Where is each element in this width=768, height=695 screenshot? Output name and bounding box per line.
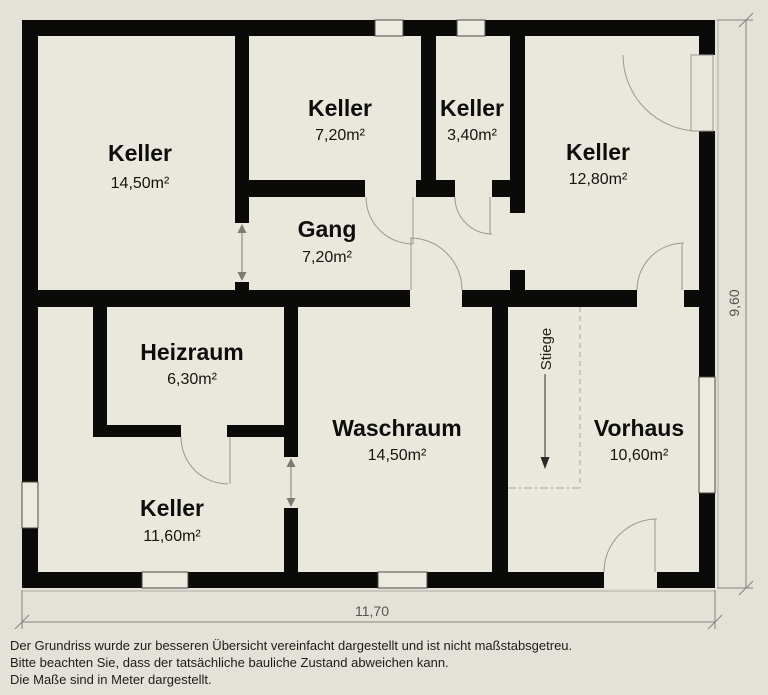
door-arc (409, 237, 463, 291)
room-label-keller-1160: Keller (140, 495, 204, 521)
wall-segment (421, 36, 436, 180)
wall-segment (249, 180, 365, 197)
wall-segment (38, 290, 410, 307)
disclaimer-line-2: Bitte beachten Sie, dass der tatsächlich… (10, 655, 449, 670)
door-opening (604, 572, 657, 588)
room-label-gang: Gang (298, 216, 357, 242)
room-area-keller-1280: 12,80m² (569, 171, 628, 188)
wall-segment (22, 20, 38, 588)
wall-segment (22, 572, 715, 588)
door-arc (180, 436, 229, 485)
wall-segment (462, 290, 637, 307)
door-arc (365, 196, 414, 245)
window (374, 19, 404, 37)
windows (21, 19, 716, 589)
wall-segment (227, 425, 298, 437)
door-arc (603, 518, 658, 573)
window (141, 571, 189, 589)
interior-walls (38, 36, 699, 572)
window (377, 571, 428, 589)
dimension-lines (14, 12, 754, 630)
dimension-tick (14, 614, 30, 630)
wall-segment (93, 425, 181, 437)
room-label-keller-1450: Keller (108, 140, 172, 166)
arrow-head-icon (237, 224, 247, 233)
room-label-keller-340: Keller (440, 95, 504, 121)
room-label-vorhaus: Vorhaus (594, 415, 684, 441)
floor-plan-drawing: Stiege 9,60 11,70 Keller 14,50m² Keller … (14, 12, 754, 630)
room-label-keller-1280: Keller (566, 139, 630, 165)
window (456, 19, 486, 37)
arrow-head-icon (237, 272, 247, 281)
room-labels: Keller 14,50m² Keller 7,20m² Keller 3,40… (108, 95, 684, 545)
dimension-tick (738, 12, 754, 28)
room-label-keller-720: Keller (308, 95, 372, 121)
wall-segment (22, 20, 715, 36)
window (698, 376, 716, 494)
door-arc (622, 54, 700, 132)
room-area-keller-1450: 14,50m² (111, 175, 170, 192)
doors (180, 54, 714, 573)
floor-plan: Stiege 9,60 11,70 Keller 14,50m² Keller … (14, 12, 754, 630)
door-leaf (690, 54, 714, 132)
room-area-keller-340: 3,40m² (447, 127, 497, 144)
wall-segment (284, 508, 298, 572)
wall-segment (492, 180, 513, 197)
staircase: Stiege (508, 307, 581, 489)
disclaimer-line-1: Der Grundriss wurde zur besseren Übersic… (10, 638, 573, 653)
wall-segment (93, 307, 107, 437)
wall-segment (684, 290, 699, 307)
wall-segment (284, 307, 298, 457)
window (21, 481, 39, 529)
room-label-heizraum: Heizraum (140, 339, 244, 365)
door-arc (454, 196, 493, 235)
room-area-gang: 7,20m² (302, 249, 352, 266)
door-arc (636, 242, 685, 291)
room-area-heizraum: 6,30m² (167, 371, 217, 388)
arrow-head-icon (286, 458, 296, 467)
dimension-tick (707, 614, 723, 630)
arrow-head-icon (286, 498, 296, 507)
wall-segment (235, 36, 249, 223)
opening-arrows (237, 224, 296, 507)
stair-label: Stiege (538, 328, 555, 371)
wall-segment (492, 307, 508, 572)
room-area-keller-1160: 11,60m² (143, 528, 201, 545)
dimension-tick (738, 580, 754, 596)
arrow-head-icon (540, 457, 550, 469)
disclaimer-text: Der Grundriss wurde zur besseren Übersic… (10, 637, 760, 688)
room-area-keller-720: 7,20m² (315, 127, 365, 144)
wall-segment (416, 180, 455, 197)
room-label-waschraum: Waschraum (332, 415, 462, 441)
disclaimer-line-3: Die Maße sind in Meter dargestellt. (10, 672, 212, 687)
room-area-waschraum: 14,50m² (368, 447, 427, 464)
room-area-vorhaus: 10,60m² (610, 447, 669, 464)
dimension-height-label: 9,60 (726, 289, 742, 316)
wall-segment (510, 270, 525, 290)
dimension-width-label: 11,70 (355, 603, 389, 619)
wall-segment (510, 36, 525, 213)
